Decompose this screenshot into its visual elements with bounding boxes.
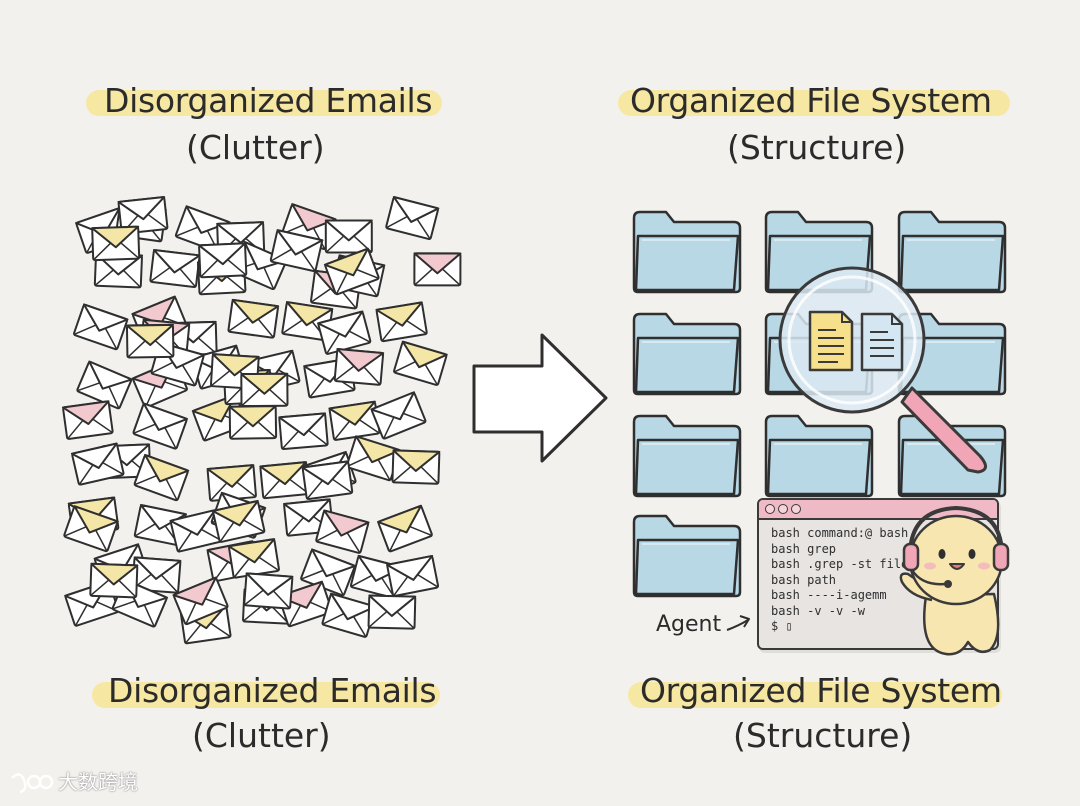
watermark-text: 大数跨境 bbox=[58, 772, 138, 792]
